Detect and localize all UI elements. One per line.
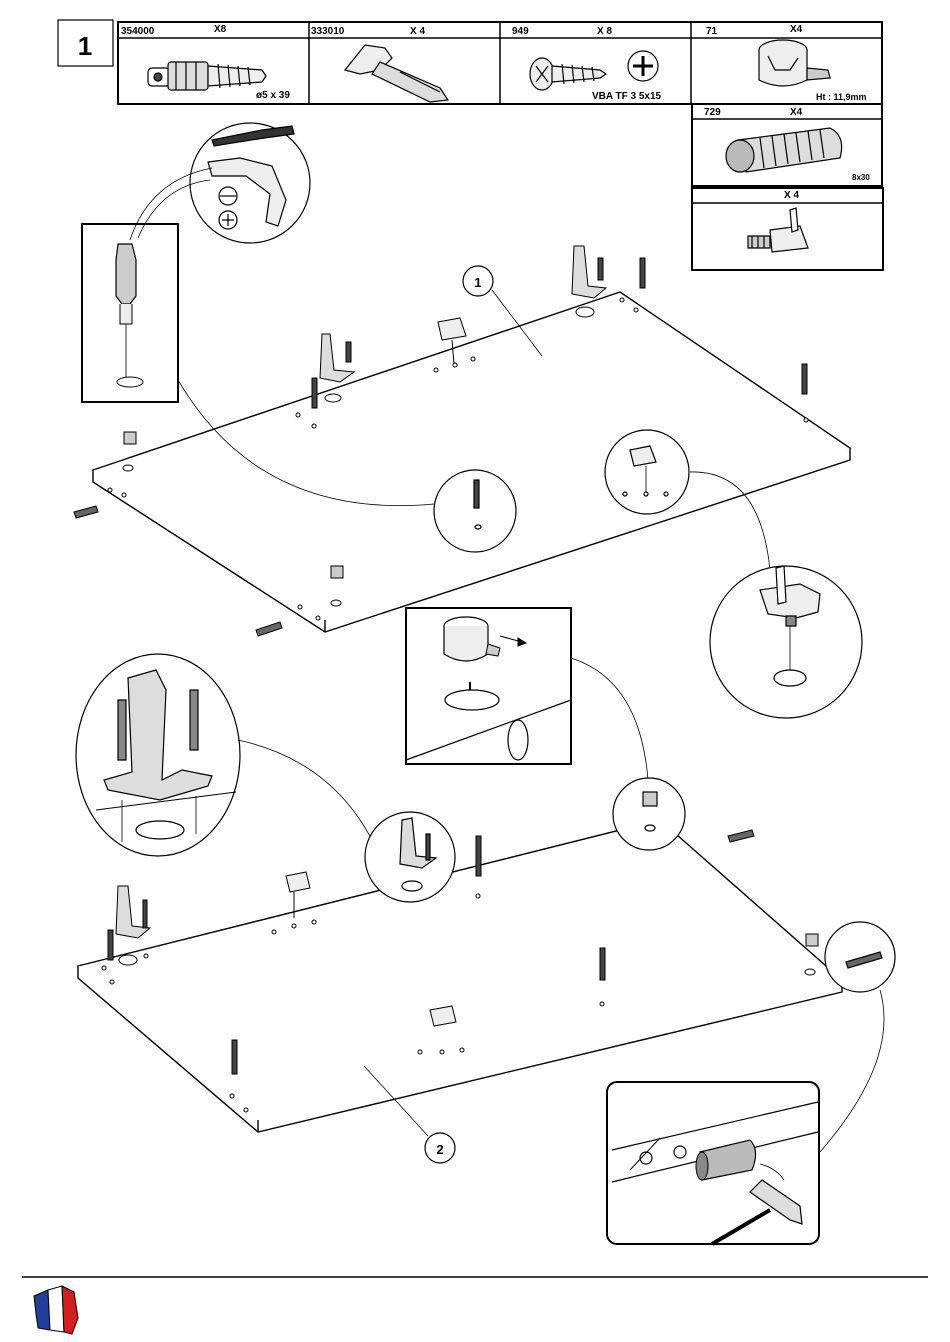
detail-cam-lock-box <box>406 608 571 764</box>
part-spec: Ht : 11,9mm <box>816 92 867 102</box>
part-spec: ø5 x 39 <box>256 90 290 101</box>
screw-icon <box>530 51 658 90</box>
part-spec: VBA TF 3 5x15 <box>592 91 662 102</box>
callout-label: 1 <box>474 275 481 290</box>
part-qty: X4 <box>790 107 803 118</box>
part-code: 71 <box>706 26 718 37</box>
france-flag-map-icon <box>34 1286 78 1334</box>
detail-shelf-support-large <box>710 566 862 718</box>
part-qty: X 4 <box>410 26 425 37</box>
detail-cam-lock-circle <box>613 778 685 850</box>
step-number: 1 <box>78 31 92 61</box>
connector-line <box>820 990 884 1152</box>
callout-label: 2 <box>436 1142 443 1157</box>
detail-dowel-circle <box>825 922 895 992</box>
part-code: 729 <box>704 107 721 118</box>
detail-cam-bolt-box <box>82 224 178 402</box>
hinge-icon <box>345 45 448 102</box>
part-qty: X 4 <box>784 190 799 201</box>
detail-hinge-circle-large <box>76 654 240 856</box>
detail-hinge-circle-small <box>365 812 455 902</box>
detail-shelf-support-circle <box>605 430 689 514</box>
part-code: 354000 <box>121 26 155 37</box>
part-qty: X4 <box>790 24 803 35</box>
connector-line <box>571 658 648 780</box>
detail-screw-circle <box>434 470 516 552</box>
part-code: 949 <box>512 26 529 37</box>
detail-dowel-insert-box <box>607 1082 819 1244</box>
step-number-box: 1 <box>58 20 113 66</box>
dowel-icon <box>726 128 842 172</box>
cam-lock-icon <box>759 40 830 86</box>
part-qty: X 8 <box>597 26 612 37</box>
part-code: 333010 <box>311 26 345 37</box>
cam-bolt-icon <box>148 62 266 90</box>
shelf-support-icon <box>748 208 808 252</box>
part-spec: 8x30 <box>852 173 870 182</box>
detail-tools-circle <box>190 123 310 243</box>
part-qty: X8 <box>214 24 227 35</box>
connector-line <box>238 740 372 840</box>
panel-1 <box>93 292 850 632</box>
